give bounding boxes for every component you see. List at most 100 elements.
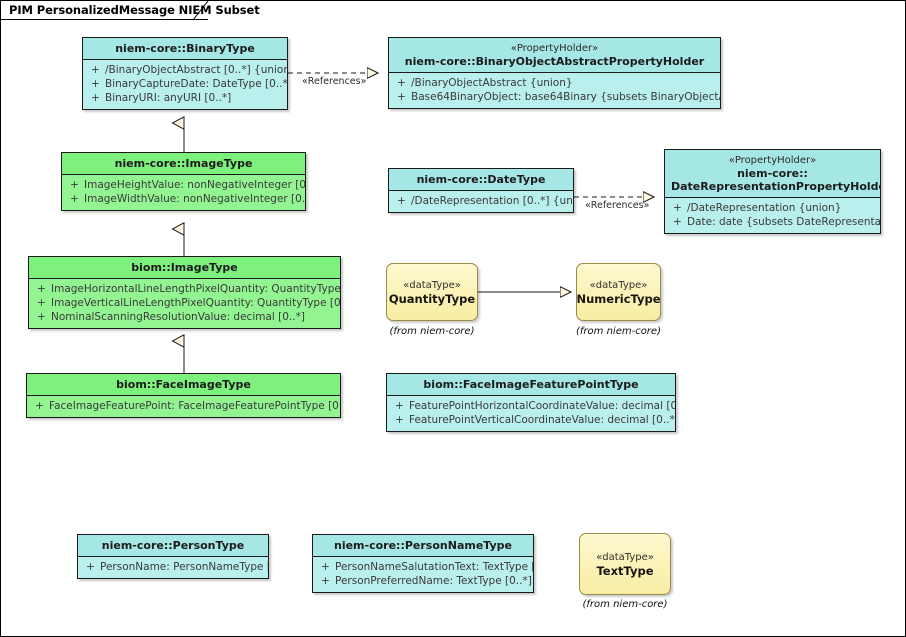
attribute-row: +FeaturePointVerticalCoordinateValue: de… [391,413,675,427]
datatype-stereotype: «dataType» [403,279,461,291]
class-header: «PropertyHolder» niem-core::BinaryObject… [389,38,720,72]
class-biom-faceimagetype[interactable]: biom::FaceImageType +FaceImageFeaturePoi… [26,373,341,418]
visibility-marker: + [37,297,46,309]
datatype-numerictype[interactable]: «dataType» NumericType [576,263,661,321]
visibility-marker: + [86,561,95,573]
class-niem-core-persontype[interactable]: niem-core::PersonType + PersonName: Perso… [77,534,269,579]
class-niem-core-personnametype[interactable]: niem-core::PersonNameType +PersonNameSal… [312,534,534,593]
attribute-row: + FeaturePointHorizontalCoordinateValue: … [391,399,675,413]
attribute-text: ImageVerticalLineLengthPixelQuantity: Qu… [51,297,341,309]
attribute-text: FeaturePointVerticalCoordinateValue: dec… [409,414,676,426]
datatype-stereotype: «dataType» [589,279,648,291]
attribute-row: + /DateRepresentation {union} [669,201,876,215]
class-title: niem-core::PersonType [101,539,245,552]
attributes-compartment: + FeaturePointHorizontalCoordinateValue: … [387,395,675,431]
class-title: biom::FaceImageFeaturePointType [423,378,639,391]
attributes-compartment: + ImageHorizontalLineLengthPixelQuantity:… [29,278,340,328]
class-title-line1: niem-core:: [737,167,808,180]
visibility-marker: + [91,64,100,76]
class-title-line2: DateRepresentationPropertyHolder [671,180,881,193]
attributes-compartment: +FaceImageFeaturePoint: FaceImageFeature… [27,395,340,417]
datatype-texttype[interactable]: «dataType» TextType [579,533,671,595]
class-title: niem-core::PersonNameType [334,539,512,552]
attribute-text: PersonName: PersonNameType [0..*] [100,561,268,573]
attribute-row: + NominalScanningResolutionValue: decimal… [33,310,336,324]
attribute-row: +Base64BinaryObject: base64Binary {subse… [393,90,720,104]
class-biom-faceimagefeaturepointtype[interactable]: biom::FaceImageFeaturePointType +Feature… [386,373,676,432]
attribute-text: ImageHorizontalLineLengthPixelQuantity: … [51,283,341,295]
attribute-text: /BinaryObjectAbstract {union} [411,77,573,89]
attribute-text: /DateRepresentation {union} [687,202,842,214]
attribute-row: +BinaryCaptureDate: DateType [0..*] [87,77,287,91]
class-header: biom::ImageType [29,257,340,278]
attributes-compartment: +/BinaryObjectAbstract [0..*] {union} +B… [83,59,287,109]
attributes-compartment: + PersonName: PersonNameType [0..*] [78,556,268,578]
class-title: biom::FaceImageType [116,378,251,391]
attributes-compartment: + ImageHeightValue: nonNegativeInteger [0… [62,174,305,210]
visibility-marker: + [321,575,330,587]
visibility-marker: + [397,91,406,103]
attribute-text: /DateRepresentation [0..*] {union} [411,195,573,207]
visibility-marker: + [395,400,404,412]
attribute-row: + ImageHeightValue: nonNegativeInteger [0… [66,178,305,192]
datatype-quantitytype[interactable]: «dataType» QuantityType [386,263,478,321]
attribute-text: Date: date {subsets DateRepresentation} [687,216,881,228]
class-title: biom::ImageType [131,261,238,274]
class-header: niem-core::PersonType [78,535,268,556]
visibility-marker: + [35,400,44,412]
connector-label-binary-references: «References» [302,76,367,87]
attributes-compartment: +PersonNameSalutationText: TextType [0..… [313,556,533,592]
attribute-row: +PersonNameSalutationText: TextType [0..… [317,560,533,574]
attribute-text: FeaturePointHorizontalCoordinateValue: d… [409,400,676,412]
attributes-compartment: + /DateRepresentation [0..*] {union} [389,190,573,212]
visibility-marker: + [91,78,100,90]
visibility-marker: + [70,179,79,191]
attributes-compartment: + /DateRepresentation {union} + Date: date… [665,197,880,233]
diagram-tab[interactable]: PIM PersonalizedMessage NIEM Subset [1,1,260,20]
attribute-row: + ImageHorizontalLineLengthPixelQuantity:… [33,282,340,296]
attribute-text: /BinaryObjectAbstract [0..*] {union} [105,64,288,76]
class-header: niem-core::ImageType [62,153,305,174]
datatype-source-note-numerictype: (from niem-core) [576,326,661,337]
attribute-row: + PersonPreferredName: TextType [0..*] [317,574,532,588]
class-title: niem-core::ImageType [114,157,253,170]
attributes-compartment: + /BinaryObjectAbstract {union} +Base64Bi… [389,72,720,108]
class-biom-imagetype[interactable]: biom::ImageType + ImageHorizontalLineLeng… [28,256,341,329]
class-title: niem-core::DateType [416,173,546,186]
class-title: niem-core::BinaryType [115,42,255,55]
class-niem-core-imagetype[interactable]: niem-core::ImageType + ImageHeightValue: … [61,152,306,211]
attribute-text: PersonPreferredName: TextType [0..*] [335,575,532,587]
attribute-row: +FaceImageFeaturePoint: FaceImageFeature… [31,399,340,413]
attribute-text: ImageHeightValue: nonNegativeInteger [0.… [84,179,306,191]
class-stereotype: «PropertyHolder» [510,43,599,54]
attribute-row: +ImageWidthValue: nonNegativeInteger [0.… [66,192,305,206]
visibility-marker: + [37,311,46,323]
class-header: biom::FaceImageFeaturePointType [387,374,675,395]
class-niem-core-datetype[interactable]: niem-core::DateType + /DateRepresentation… [388,168,574,213]
class-header: niem-core::BinaryType [83,38,287,59]
visibility-marker: + [397,77,406,89]
attribute-row: + /BinaryObjectAbstract [0..*] {union} [87,63,287,77]
class-daterepresentationpropertyholder[interactable]: «PropertyHolder» niem-core:: DateReprese… [664,149,881,234]
attribute-text: BinaryURI: anyURI [0..*] [105,92,232,104]
class-header: biom::FaceImageType [27,374,340,395]
visibility-marker: + [70,193,79,205]
connector-label-date-references: «References» [585,200,650,211]
attribute-row: + BinaryURI: anyURI [0..*] [87,91,283,105]
datatype-source-note-quantitytype: (from niem-core) [389,326,475,337]
class-title: niem-core::BinaryObjectAbstractPropertyH… [404,55,705,68]
visibility-marker: + [91,92,100,104]
class-niem-core-binarytype[interactable]: niem-core::BinaryType + /BinaryObjectAbst… [82,37,288,110]
class-header: niem-core::DateType [389,169,573,190]
datatype-title: NumericType [576,291,661,306]
visibility-marker: + [673,216,682,228]
attribute-text: NominalScanningResolutionValue: decimal … [51,311,305,323]
class-binaryobjectabstractpropertyholder[interactable]: «PropertyHolder» niem-core::BinaryObject… [388,37,721,109]
visibility-marker: + [397,195,406,207]
visibility-marker: + [673,202,682,214]
attribute-row: + ImageVerticalLineLengthPixelQuantity: Q… [33,296,340,310]
datatype-stereotype: «dataType» [596,551,654,563]
visibility-marker: + [37,283,46,295]
attribute-row: + Date: date {subsets DateRepresentation} [669,215,880,229]
